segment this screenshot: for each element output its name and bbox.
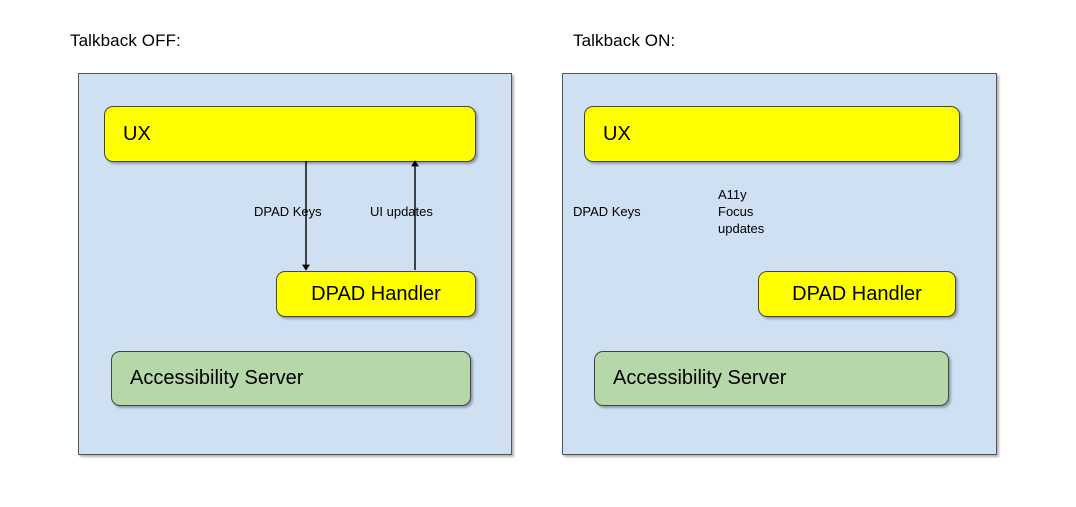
node-accessibility-server-label: Accessibility Server — [130, 367, 304, 389]
node-dpad-handler[interactable]: DPAD Handler — [276, 271, 476, 317]
panel-title-talkback-off: Talkback OFF: — [70, 31, 181, 50]
panel-talkback-on: UX DPAD Handler Accessibility Server — [562, 73, 997, 455]
edge-label-dpad-keys: DPAD Keys — [254, 204, 322, 219]
node-ux-label: UX — [603, 122, 631, 145]
edge-label-dpad-keys-on: DPAD Keys — [573, 204, 641, 219]
node-ux[interactable]: UX — [584, 106, 960, 162]
node-accessibility-server-label: Accessibility Server — [613, 367, 787, 389]
edge-label-ui-updates: UI updates — [370, 204, 433, 219]
node-ux[interactable]: UX — [104, 106, 476, 162]
node-ux-label: UX — [123, 122, 151, 145]
edge-label-a11y-focus-updates: A11y Focus updates — [718, 187, 765, 236]
panel-talkback-off: UX DPAD Handler Accessibility Server — [78, 73, 512, 455]
panel-title-talkback-on: Talkback ON: — [573, 31, 676, 50]
node-dpad-handler[interactable]: DPAD Handler — [758, 271, 956, 317]
node-accessibility-server[interactable]: Accessibility Server — [594, 351, 949, 406]
node-dpad-handler-label: DPAD Handler — [792, 282, 922, 305]
node-accessibility-server[interactable]: Accessibility Server — [111, 351, 471, 406]
node-dpad-handler-label: DPAD Handler — [311, 282, 441, 305]
